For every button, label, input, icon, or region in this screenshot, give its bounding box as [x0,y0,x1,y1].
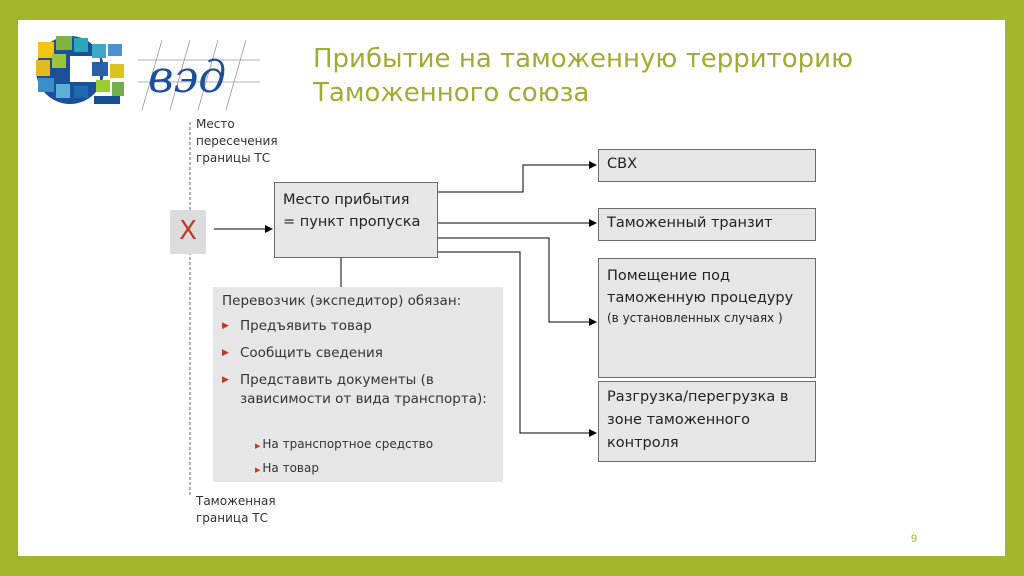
duty-subitem: На транспортное средство [255,437,433,451]
crossing-marker: X [170,210,206,254]
destination-unloading: Разгрузка/перегрузка в зоне таможенного … [598,381,816,462]
title-line-2: Таможенного союза [313,78,590,108]
page-number: 9 [911,533,918,545]
title-line-1: Прибытие на таможенную территорию [313,44,853,74]
procedure-note: (в установленных случаях ) [607,311,783,325]
duty-item: Предъявить товар [222,317,502,336]
duty-subitem: На товар [255,461,319,475]
arrow-to-procedure [438,237,597,326]
logo-text: вэд [148,52,226,103]
duties-list: Предъявить товар Сообщить сведения Предс… [222,317,502,417]
arrow-to-unloading [438,251,597,437]
slide-title: Прибытие на таможенную территорию Таможе… [313,42,953,110]
arrow-to-svh [438,161,597,193]
carrier-duties-box: Перевозчик (экспедитор) обязан: Предъяви… [213,287,503,482]
destination-transit: Таможенный транзит [598,208,816,241]
arrival-box: Место прибытия = пункт пропуска [274,182,438,258]
customs-border-label: Таможенная граница ТС [196,494,276,525]
duty-item: Сообщить сведения [222,344,502,363]
logo-mosaic-icon [36,36,124,104]
duties-heading: Перевозчик (экспедитор) обязан: [222,293,462,309]
logo: вэд [36,36,260,111]
slide: вэд Прибытие на таможенную территорию Та… [18,20,1005,556]
connector-lines [189,122,597,495]
destination-svh: СВХ [598,149,816,182]
duty-item: Представить документы (в зависимости от … [222,371,502,409]
border-crossing-label: Место пересечения границы ТС [196,117,278,165]
destination-procedure: Помещение под таможенную процедуру (в ус… [598,258,816,378]
